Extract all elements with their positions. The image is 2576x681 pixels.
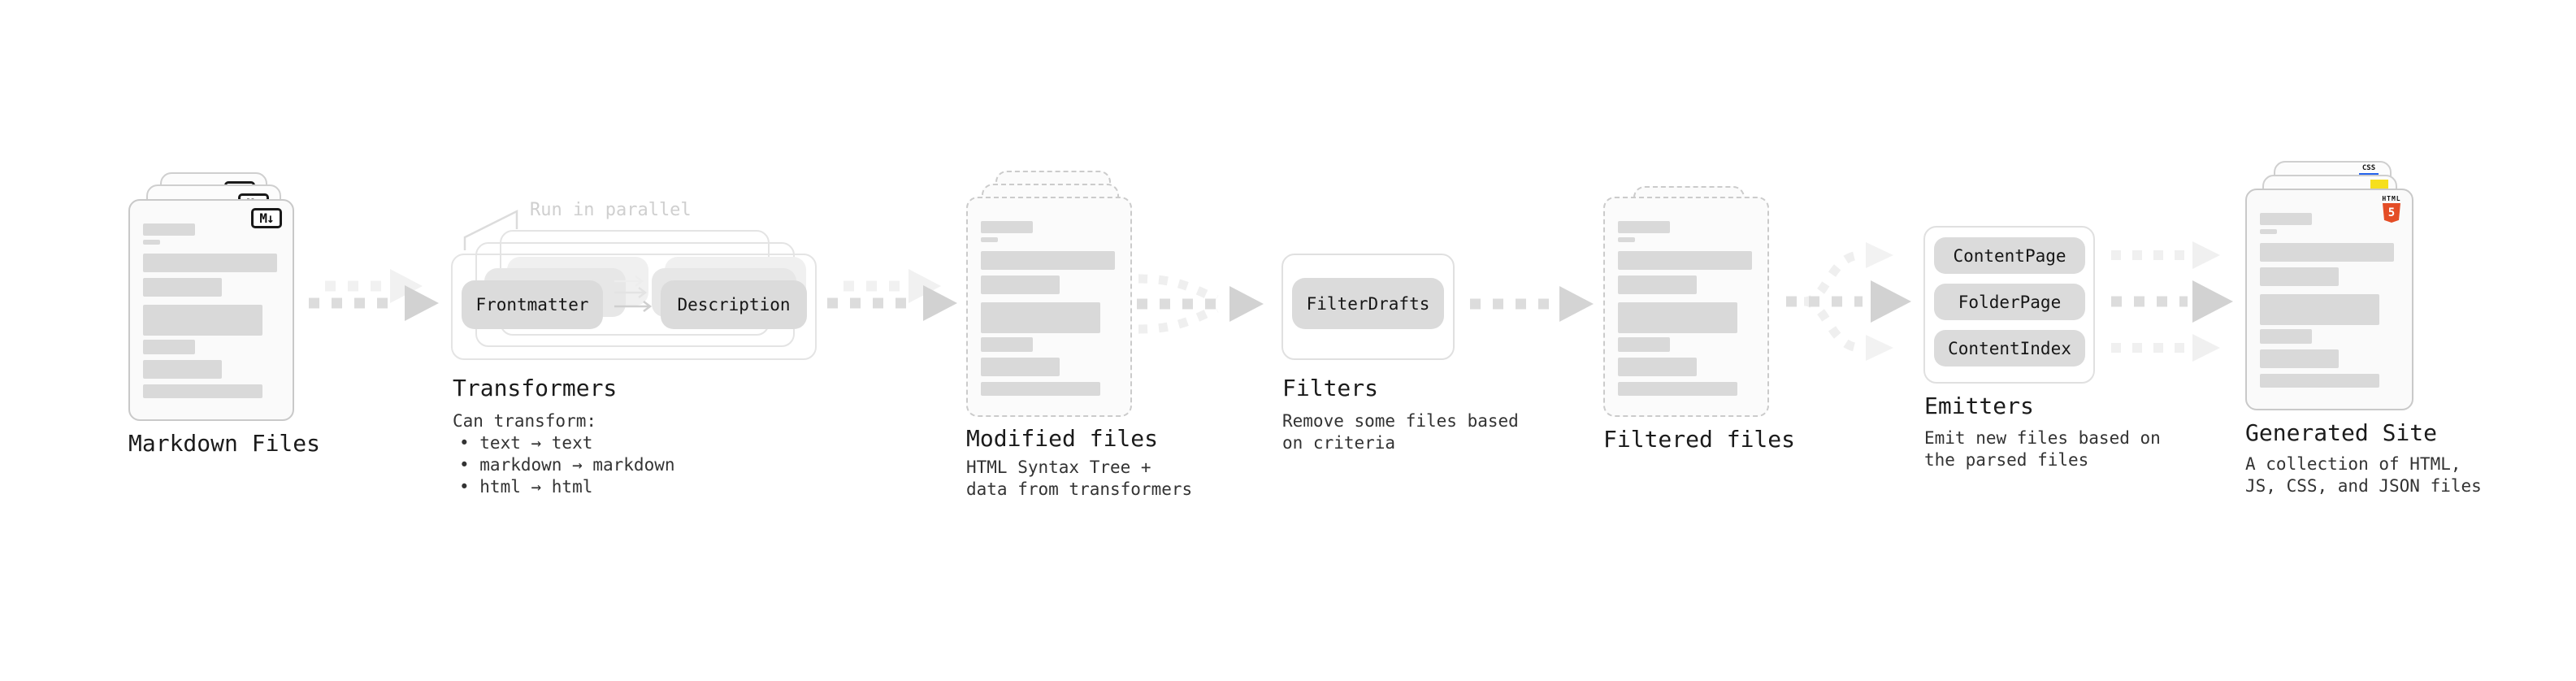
description-pill: Description: [661, 280, 807, 329]
generated-site-description: A collection of HTML, JS, CSS, and JSON …: [2245, 453, 2482, 497]
html5-icon: HTML 5: [2381, 195, 2402, 223]
modified-files-label: Modified files: [966, 425, 1159, 452]
folderpage-pill: FolderPage: [1934, 284, 2085, 320]
skeleton-text-lines: [968, 198, 1130, 396]
emitters-label: Emitters: [1924, 393, 2034, 419]
filters-label: Filters: [1282, 375, 1379, 401]
desc-line: A collection of HTML,: [2245, 454, 2461, 474]
desc-line: on criteria: [1282, 433, 1396, 453]
modified-files-description: HTML Syntax Tree + data from transformer…: [966, 457, 1192, 501]
annotation-bracket: [463, 209, 518, 250]
skeleton-text-lines: [1605, 198, 1767, 396]
desc-line: Remove some files based: [1282, 411, 1519, 431]
frontmatter-pill: Frontmatter: [462, 280, 603, 329]
skeleton-text-lines: [2247, 190, 2412, 388]
desc-line: data from transformers: [966, 479, 1193, 499]
transformer-container-front: [451, 254, 817, 360]
javascript-icon: [2370, 180, 2388, 190]
desc-bullet: • markdown → markdown: [459, 455, 675, 475]
arrow-filters-to-filtered: [1470, 286, 1594, 322]
markdown-files-label: Markdown Files: [128, 430, 321, 457]
filters-container: [1281, 254, 1455, 360]
desc-line: the parsed files: [1924, 450, 2089, 470]
emitters-description: Emit new files based on the parsed files: [1924, 427, 2161, 471]
arrow-emitters-to-generated: [2111, 241, 2233, 362]
run-in-parallel-annotation: Run in parallel: [530, 200, 692, 220]
modified-file-card: [966, 197, 1132, 417]
arrow-transformers-to-modified: [827, 269, 957, 321]
transformers-description: Can transform: • text → text • markdown …: [453, 410, 675, 498]
markdown-icon: M↓: [251, 208, 282, 228]
filtered-file-card: [1603, 197, 1769, 417]
arrow-modified-to-filters: [1137, 274, 1264, 334]
generated-file-card-html: HTML 5: [2245, 189, 2413, 410]
skeleton-text-lines: [130, 201, 293, 398]
generated-site-label: Generated Site: [2245, 419, 2438, 446]
emitters-container: [1923, 226, 2095, 384]
desc-line: Emit new files based on: [1924, 428, 2161, 448]
desc-line: JS, CSS, and JSON files: [2245, 476, 2482, 496]
desc-line: HTML Syntax Tree +: [966, 458, 1151, 477]
desc-line: Can transform:: [453, 411, 597, 431]
transformers-label: Transformers: [453, 375, 618, 401]
filtered-files-label: Filtered files: [1603, 426, 1796, 453]
desc-bullet: • text → text: [459, 433, 593, 453]
parallel-arrows-icon: [614, 275, 653, 312]
filters-description: Remove some files based on criteria: [1282, 410, 1519, 454]
markdown-file-card: M↓: [128, 199, 294, 421]
contentindex-pill: ContentIndex: [1934, 330, 2085, 367]
arrow-filtered-to-emitters: [1786, 242, 1911, 361]
desc-bullet: • html → html: [459, 477, 593, 497]
arrow-markdown-to-transformers: [309, 269, 439, 321]
contentpage-pill: ContentPage: [1934, 237, 2085, 274]
filterdrafts-pill: FilterDrafts: [1292, 278, 1444, 329]
